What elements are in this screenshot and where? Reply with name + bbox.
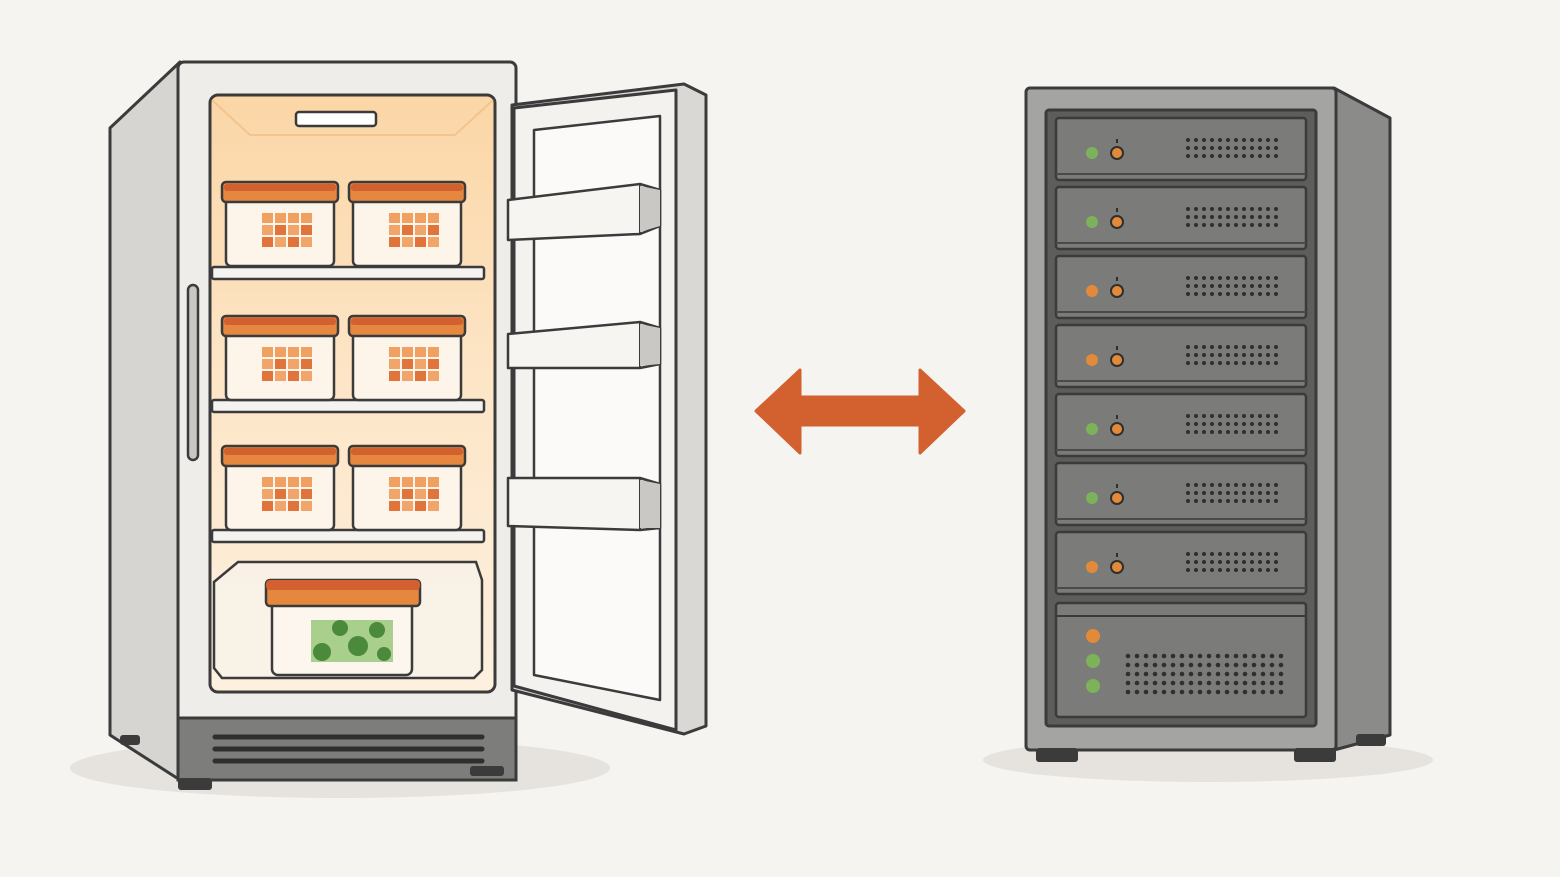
vent-grille [1186,138,1278,158]
server-foot [1036,748,1078,762]
status-led [1086,629,1100,643]
status-led [1086,147,1098,159]
server-unit [1054,392,1308,458]
server-unit-large [1054,601,1308,719]
double-headed-arrow-icon [754,368,966,455]
fridge-shelf [210,398,486,414]
server-unit [1054,530,1308,596]
fridge-handle [186,283,200,462]
server-unit [1054,185,1308,251]
power-led [1110,146,1124,160]
storage-container [347,180,467,268]
vent-grille [1186,483,1278,503]
storage-container [347,444,467,532]
storage-containers [220,180,467,532]
fridge-shelf [210,265,486,281]
fridge-side-panel [108,60,182,782]
fridge-foot [178,778,212,790]
server-units [1054,116,1308,596]
vent-grille [1186,207,1278,227]
vent-grille [1186,414,1278,434]
storage-container [220,180,340,268]
power-led [1110,560,1124,574]
interior-back-wall [211,99,494,136]
status-led [1086,423,1098,435]
server-unit [1054,323,1308,389]
server-side-panel [1332,86,1392,752]
door-bin [506,476,662,532]
power-led [1110,284,1124,298]
status-led [1086,679,1100,693]
storage-container [220,444,340,532]
food-grid-icon [389,347,439,381]
vent-grille [1125,653,1284,695]
open-refrigerator-icon [70,60,708,798]
food-grid-icon [389,477,439,511]
door-bin [506,182,662,242]
door-bin [506,320,662,370]
server-foot [1356,734,1386,746]
vegetable-container [264,578,422,677]
server-rack-icon [983,86,1433,782]
fridge-shelf [210,528,486,544]
fridge-foot [120,735,140,745]
vent-grille [1186,345,1278,365]
status-led [1086,285,1098,297]
server-foot [1294,748,1336,762]
fridge-interior-light [294,110,378,128]
status-led [1086,654,1100,668]
vent-grille [1186,552,1278,572]
food-grid-icon [262,347,312,381]
storage-container [347,314,467,402]
fridge-foot [470,766,504,776]
server-unit [1054,116,1308,182]
vent-grille [1186,276,1278,296]
status-led [1086,354,1098,366]
food-grid-icon [262,477,312,511]
status-led [1086,216,1098,228]
power-led [1110,215,1124,229]
status-led [1086,561,1098,573]
food-grid-icon [389,213,439,247]
storage-container [220,314,340,402]
power-led [1110,353,1124,367]
fridge-door [506,82,708,736]
status-led [1086,492,1098,504]
server-unit [1054,254,1308,320]
server-unit [1054,461,1308,527]
power-led [1110,422,1124,436]
power-led [1110,491,1124,505]
food-grid-icon [262,213,312,247]
